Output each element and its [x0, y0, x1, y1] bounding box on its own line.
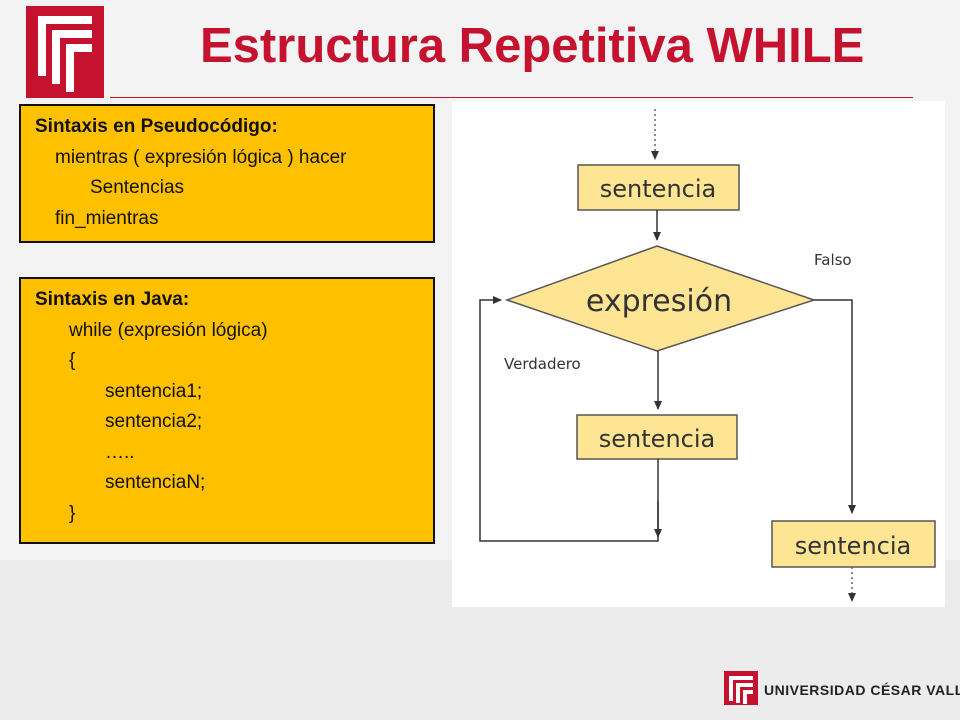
top-statement-box	[577, 164, 740, 211]
java-line: sentenciaN;	[105, 472, 206, 493]
decision-diamond	[504, 245, 817, 352]
pseudocode-line: Sentencias	[90, 177, 185, 198]
java-line: sentencia1;	[105, 380, 203, 402]
exit-statement-box	[771, 520, 936, 568]
top-statement-label: sentencia	[600, 175, 716, 203]
pseudocode-line: fin_mientras	[55, 207, 159, 229]
java-line: sentencia2;	[105, 411, 203, 432]
body-statement-label: sentencia	[599, 425, 715, 453]
java-header: Sintaxis en Java:	[35, 289, 190, 310]
pseudocode-header: Sintaxis en Pseudocódigo:	[35, 116, 278, 137]
footer-brand-text: UNIVERSIDAD CÉSAR VALLEJO	[764, 682, 960, 698]
title-divider	[110, 97, 913, 98]
pseudocode-box: Sintaxis en Pseudocódigo: mientras ( exp…	[19, 104, 435, 243]
ucv-footer-logo-icon	[724, 671, 758, 705]
false-branch-line	[814, 299, 856, 514]
ucv-shield-icon	[26, 6, 104, 98]
exit-statement-label: sentencia	[795, 532, 911, 560]
java-line: }	[69, 502, 76, 524]
java-line: …..	[105, 441, 135, 463]
decision-label: expresión	[586, 284, 732, 319]
pseudocode-line: mientras ( expresión lógica ) hacer	[55, 146, 347, 168]
java-line: while (expresión lógica)	[69, 319, 268, 341]
body-statement-box	[576, 414, 738, 460]
java-line: {	[69, 350, 76, 371]
java-box: Sintaxis en Java: while (expresión lógic…	[19, 277, 435, 544]
flowchart: sentencia expresión Falso Verdadero sent…	[479, 109, 936, 602]
slide-title: Estructura Repetitiva WHILE	[200, 19, 865, 73]
true-label: Verdadero	[504, 355, 581, 373]
false-label: Falso	[814, 251, 852, 269]
